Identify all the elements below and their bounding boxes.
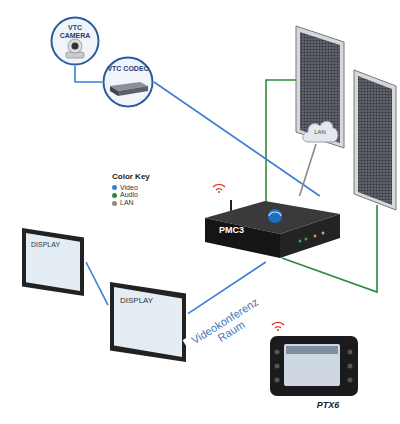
legend-text: Audio (120, 191, 138, 199)
node-label: DISPLAY (31, 241, 77, 249)
cable-connector (86, 262, 108, 305)
legend-text: LAN (120, 199, 134, 207)
camera-circle-outline (50, 16, 100, 66)
node-label: VTC CODEC (107, 65, 149, 73)
audio-wire (266, 80, 298, 206)
cable-connector (75, 66, 102, 82)
legend-row: Video (112, 184, 176, 192)
legend: Color KeyVideoAudioLAN (106, 170, 176, 210)
node-label: PTX6 (300, 401, 356, 411)
legend-title: Color Key (112, 173, 176, 182)
controller-device: PMC3 (205, 196, 340, 262)
camera-icon (66, 39, 84, 58)
display-screen-outline (108, 280, 188, 364)
codec-circle: VTC CODEC (102, 56, 154, 108)
legend-swatch (112, 201, 117, 206)
display-screen: DISPLAY (20, 226, 86, 298)
room-label: Videokonferenz Raum (183, 291, 274, 360)
legend-text: Video (120, 184, 138, 192)
legend-row: Audio (112, 191, 176, 199)
codec-icon (110, 82, 148, 96)
speaker-panel (296, 26, 344, 148)
display-screen: DISPLAY (108, 280, 188, 364)
display-screen-outline (20, 226, 86, 298)
lan-cloud: LAN (300, 116, 340, 144)
camera-circle: VTC CAMERA (50, 16, 100, 66)
legend-swatch (112, 185, 117, 190)
node-label: DISPLAY (120, 297, 176, 306)
node-label: VTC CAMERA (55, 24, 95, 39)
legend-swatch (112, 193, 117, 198)
codec-circle-outline (102, 56, 154, 108)
legend-row: LAN (112, 199, 176, 207)
cable-connector (154, 82, 320, 196)
touch-panel-outline (262, 322, 362, 416)
room-label-text: Videokonferenz Raum (183, 291, 274, 360)
node-label: PMC3 (219, 226, 263, 236)
speaker-panel (354, 70, 396, 210)
wireless-icon (272, 322, 284, 331)
cable-connector (300, 144, 317, 196)
wireless-icon (213, 184, 225, 193)
node-label: LAN (300, 129, 340, 136)
touch-panel: PTX6 (262, 322, 362, 416)
